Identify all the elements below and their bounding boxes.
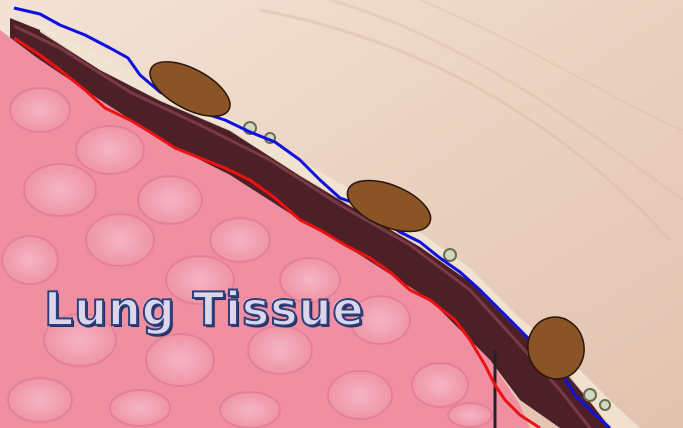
lung-tissue-label: Lung Tissue [44,282,365,336]
